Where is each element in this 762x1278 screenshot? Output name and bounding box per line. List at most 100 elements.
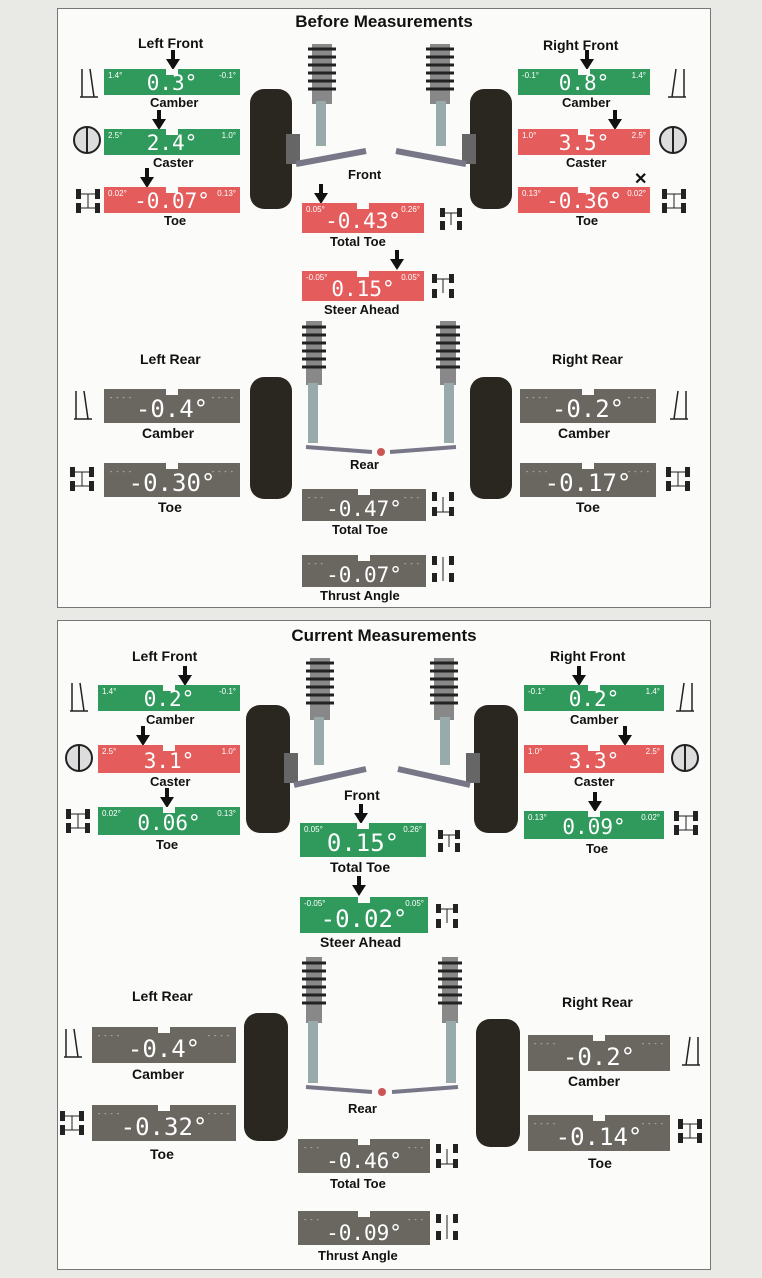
- rear-suspension-illustration: [250, 321, 512, 499]
- before-steer-ahead-gauge: -0.05° 0.05° 0.15°: [302, 271, 424, 301]
- current-lf-toe-value: 0.06°: [137, 811, 201, 835]
- current-rf-camber-label: Camber: [570, 712, 619, 727]
- before-rf-camber-label: Camber: [562, 95, 611, 110]
- before-lf-toe-gauge: 0.02° 0.13° -0.07°: [104, 187, 240, 213]
- current-lf-caster-label: Caster: [150, 774, 191, 789]
- current-rf-toe-arrow: [588, 792, 602, 812]
- before-right-front-heading: Right Front: [543, 37, 619, 53]
- current-title: Current Measurements: [291, 626, 477, 645]
- toe-icon: [678, 1119, 702, 1143]
- before-rf-caster-label: Caster: [566, 155, 607, 170]
- current-total-toe-label: Total Toe: [330, 859, 391, 875]
- before-rr-camber-value: -0.2°: [551, 395, 625, 423]
- current-rf-caster-gauge: 1.0° 2.5° 3.3°: [524, 745, 664, 773]
- current-rr-toe-gauge: - - - -- - - - -0.14°: [528, 1115, 670, 1151]
- current-lr-camber-gauge: - - - -- - - - -0.4°: [92, 1027, 236, 1063]
- before-total-toe-gauge: 0.05° 0.26° -0.43°: [302, 203, 424, 233]
- current-lf-camber-label: Camber: [146, 712, 195, 727]
- current-lf-toe-label: Toe: [156, 837, 179, 852]
- before-left-rear-heading: Left Rear: [140, 351, 201, 367]
- before-lr-toe-value: -0.30°: [128, 469, 216, 497]
- before-lr-camber-value: -0.4°: [135, 395, 209, 423]
- before-steer-ahead-arrow: [390, 250, 404, 270]
- current-thrust-angle-value: -0.09°: [326, 1221, 402, 1245]
- current-rr-toe-value: -0.14°: [555, 1123, 643, 1151]
- current-lr-camber-label: Camber: [132, 1066, 185, 1082]
- current-measurements-panel: Current Measurements Front Left Front 1.…: [57, 620, 711, 1270]
- before-total-toe-label: Total Toe: [330, 234, 386, 249]
- before-rf-camber-arrow: [580, 50, 594, 70]
- before-rf-caster-arrow: [608, 110, 622, 130]
- current-total-toe-value: 0.15°: [326, 829, 400, 857]
- camber-icon: [70, 682, 88, 712]
- current-rf-camber-arrow: [572, 666, 586, 686]
- current-rf-caster-label: Caster: [574, 774, 615, 789]
- current-rear-total-toe-label: Total Toe: [330, 1176, 386, 1191]
- before-lr-camber-label: Camber: [142, 425, 195, 441]
- front-axle-label: Front: [348, 167, 382, 182]
- current-lf-caster-arrow: [136, 726, 150, 746]
- before-lf-toe-arrow: [140, 168, 154, 188]
- current-thrust-angle-label: Thrust Angle: [318, 1248, 398, 1263]
- before-lr-toe-gauge: - - - -- - - - -0.30°: [104, 463, 240, 497]
- current-rf-caster-value: 3.3°: [568, 749, 620, 773]
- before-lf-toe-value: -0.07°: [134, 189, 210, 213]
- current-lf-camber-arrow: [178, 666, 192, 686]
- before-lf-caster-value: 2.4°: [146, 131, 198, 155]
- total-toe-icon: [436, 1144, 458, 1168]
- caster-icon: [73, 126, 101, 154]
- current-lf-camber-gauge: 1.4° -0.1° 0.2°: [98, 685, 240, 711]
- before-rr-toe-value: -0.17°: [544, 469, 632, 497]
- current-left-rear-heading: Left Rear: [132, 988, 193, 1004]
- before-rf-caster-value: 3.5°: [558, 131, 610, 155]
- current-lr-camber-value: -0.4°: [127, 1035, 201, 1063]
- current-rf-toe-value: 0.09°: [562, 815, 626, 839]
- before-lf-caster-gauge: 2.5° 1.0° 2.4°: [104, 129, 240, 155]
- before-lf-camber-arrow: [166, 50, 180, 70]
- current-rr-camber-label: Camber: [568, 1073, 621, 1089]
- camber-icon: [676, 682, 694, 712]
- current-rf-toe-gauge: 0.13° 0.02° 0.09°: [524, 811, 664, 839]
- caster-icon: [65, 744, 93, 772]
- toe-icon: [666, 467, 690, 491]
- current-lf-caster-value: 3.1°: [143, 749, 195, 773]
- before-measurements-panel: Before Measurements Front Left Front 1.4…: [57, 8, 711, 608]
- before-rf-toe-value: -0.36°: [546, 189, 622, 213]
- total-toe-icon: [440, 208, 462, 230]
- before-lf-caster-arrow: [152, 110, 166, 130]
- camber-icon: [668, 68, 686, 98]
- before-steer-ahead-value: 0.15°: [331, 277, 395, 301]
- before-lf-camber-label: Camber: [150, 95, 199, 110]
- current-steer-ahead-arrow: [352, 876, 366, 896]
- before-total-toe-value: -0.43°: [325, 209, 401, 233]
- toe-icon: [674, 811, 698, 835]
- before-title: Before Measurements: [295, 12, 473, 31]
- current-rf-toe-label: Toe: [586, 841, 609, 856]
- before-thrust-angle-gauge: - - -- - - -0.07°: [302, 555, 426, 587]
- current-thrust-angle-gauge: - - -- - - -0.09°: [298, 1211, 430, 1245]
- current-rear-total-toe-gauge: - - -- - - -0.46°: [298, 1139, 430, 1173]
- total-toe-icon: [432, 492, 454, 516]
- camber-icon: [64, 1028, 82, 1058]
- before-lr-camber-gauge: - - - -- - - - -0.4°: [104, 389, 240, 423]
- before-thrust-angle-value: -0.07°: [326, 563, 402, 587]
- current-rr-camber-gauge: - - - -- - - - -0.2°: [528, 1035, 670, 1071]
- camber-icon: [670, 390, 688, 420]
- current-steer-ahead-label: Steer Ahead: [320, 934, 402, 950]
- before-rf-camber-gauge: -0.1° 1.4° 0.8°: [518, 69, 650, 95]
- toe-icon: [76, 189, 100, 213]
- before-rr-toe-label: Toe: [576, 499, 600, 515]
- before-rear-total-toe-value: -0.47°: [326, 497, 402, 521]
- current-rr-toe-label: Toe: [588, 1155, 612, 1171]
- current-lf-caster-gauge: 2.5° 1.0° 3.1°: [98, 745, 240, 773]
- toe-icon: [662, 189, 686, 213]
- before-rr-camber-gauge: - - - -- - - - -0.2°: [520, 389, 656, 423]
- current-rr-camber-value: -0.2°: [562, 1043, 636, 1071]
- caster-icon: [659, 126, 687, 154]
- rear-suspension-illustration: [244, 957, 520, 1147]
- current-rf-camber-gauge: -0.1° 1.4° 0.2°: [524, 685, 664, 711]
- before-rf-caster-gauge: 1.0° 2.5° 3.5°: [518, 129, 650, 155]
- rear-axle-label: Rear: [348, 1101, 377, 1116]
- current-total-toe-arrow: [354, 804, 368, 824]
- rear-axle-label: Rear: [350, 457, 379, 472]
